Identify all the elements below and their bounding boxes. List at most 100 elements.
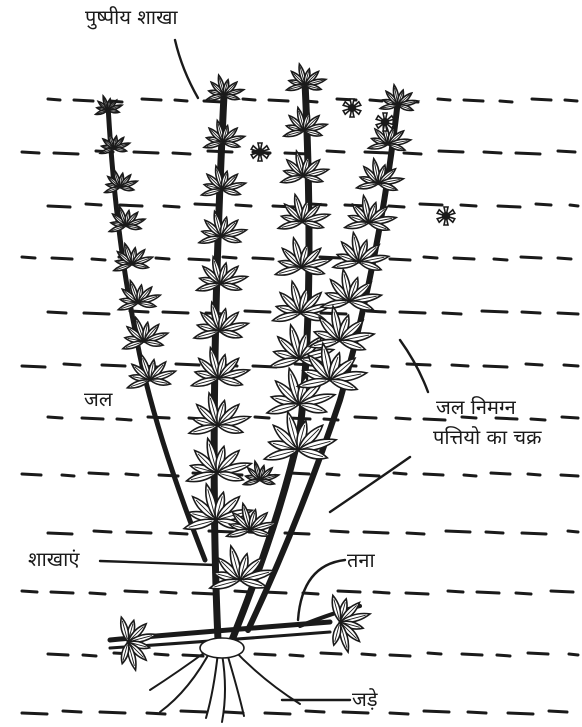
water-line-dash: [549, 711, 567, 712]
water-line-dash: [462, 654, 482, 655]
water-line-dash: [551, 591, 573, 592]
water-line-dash: [92, 259, 105, 260]
water-line-dash: [454, 258, 474, 259]
water-line-dash: [516, 153, 540, 154]
water-line-dash: [125, 591, 147, 592]
flower-center: [348, 104, 356, 112]
water-line-dash: [86, 204, 101, 205]
water-line-dash: [134, 152, 158, 153]
water-line-dash: [193, 593, 215, 594]
water-line-dash: [407, 533, 424, 534]
water-line-dash: [22, 152, 39, 153]
water-line-dash: [94, 531, 111, 532]
water-line-dash: [64, 364, 80, 365]
water-line-dash: [22, 257, 35, 258]
water-line-dash: [516, 593, 531, 594]
water-line-dash: [223, 257, 236, 258]
water-line-dash: [51, 592, 73, 593]
water-line-dash: [83, 655, 96, 656]
water-line-dash: [176, 364, 199, 365]
water-line-dash: [531, 419, 545, 420]
label-water: जल: [84, 388, 112, 410]
water-line-dash: [404, 153, 421, 154]
leaf: [126, 224, 142, 231]
water-line-dash: [438, 99, 450, 100]
water-line-dash: [82, 418, 103, 419]
label-stem: तना: [347, 549, 375, 571]
root-line: [160, 648, 212, 712]
label-whorl-line1: जल निमग्न: [436, 396, 516, 418]
water-line-dash: [424, 419, 445, 420]
water-line-dash: [570, 205, 578, 206]
label-branches: शाखाएं: [28, 548, 79, 570]
water-line-dash: [461, 205, 476, 206]
leaf: [356, 181, 379, 191]
water-line-dash: [486, 532, 503, 533]
water-line-dash: [360, 475, 379, 476]
water-line-dash: [269, 100, 288, 101]
flower-icon: [437, 207, 455, 225]
water-line-dash: [102, 365, 125, 366]
water-line-dash: [173, 153, 190, 154]
water-line-dash: [265, 713, 290, 714]
water-line-dash: [255, 417, 269, 418]
leaf: [143, 339, 163, 348]
water-line-dash: [189, 259, 209, 260]
water-line-dash: [452, 365, 468, 366]
flower-center: [381, 118, 389, 126]
water-line-dash: [564, 365, 578, 366]
water-line-dash: [390, 259, 410, 260]
flower-icon: [376, 113, 394, 131]
water-line-dash: [22, 366, 45, 367]
water-line-dash: [389, 206, 404, 207]
water-line-dash: [562, 417, 578, 418]
water-line-dash: [343, 712, 368, 713]
water-line-dash: [464, 475, 476, 476]
label-whorl-line2: पत्तियो का चक्र: [433, 426, 541, 448]
water-line-dash: [522, 533, 546, 534]
water-line-dash: [424, 474, 443, 475]
water-line-dash: [561, 475, 578, 476]
label-roots: जड़े: [352, 688, 378, 710]
water-line-dash: [424, 257, 437, 258]
water-line-dash: [365, 152, 389, 153]
water-line-dash: [443, 313, 461, 314]
leaf: [132, 262, 149, 270]
water-line-dash: [52, 258, 72, 259]
water-line-dash: [536, 204, 551, 205]
water-line-dash: [89, 473, 108, 474]
leaf: [332, 259, 359, 270]
water-line-dash: [482, 311, 507, 312]
water-line-dash: [424, 711, 449, 712]
water-line-dash: [338, 591, 360, 592]
water-line-dash: [407, 364, 430, 365]
water-line-dash: [253, 258, 273, 259]
water-line-dash: [195, 204, 217, 205]
water-line-dash: [163, 312, 188, 313]
water-line-dash: [355, 417, 376, 418]
water-line-dash: [48, 654, 68, 655]
water-line-dash: [400, 312, 425, 313]
water-line-dash: [406, 593, 428, 594]
water-line-dash: [126, 474, 138, 475]
water-line-dash: [477, 592, 499, 593]
water-line-dash: [100, 712, 125, 713]
water-line-dash: [74, 100, 93, 101]
water-line-dash: [428, 653, 441, 654]
water-line-dash: [303, 593, 318, 594]
leaf: [368, 142, 389, 151]
water-line-dash: [22, 591, 37, 592]
root-crown: [200, 638, 244, 658]
water-line-dash: [48, 312, 66, 313]
water-line-dash: [464, 100, 483, 101]
water-line-dash: [362, 654, 375, 655]
flower-icon: [343, 99, 361, 117]
water-line-dash: [306, 711, 324, 712]
water-line-dash: [148, 417, 169, 418]
water-line-dash: [48, 417, 62, 418]
water-line-dash: [175, 100, 187, 101]
water-line-dash: [164, 206, 179, 207]
water-line-dash: [120, 205, 142, 206]
water-line-dash: [468, 712, 486, 713]
